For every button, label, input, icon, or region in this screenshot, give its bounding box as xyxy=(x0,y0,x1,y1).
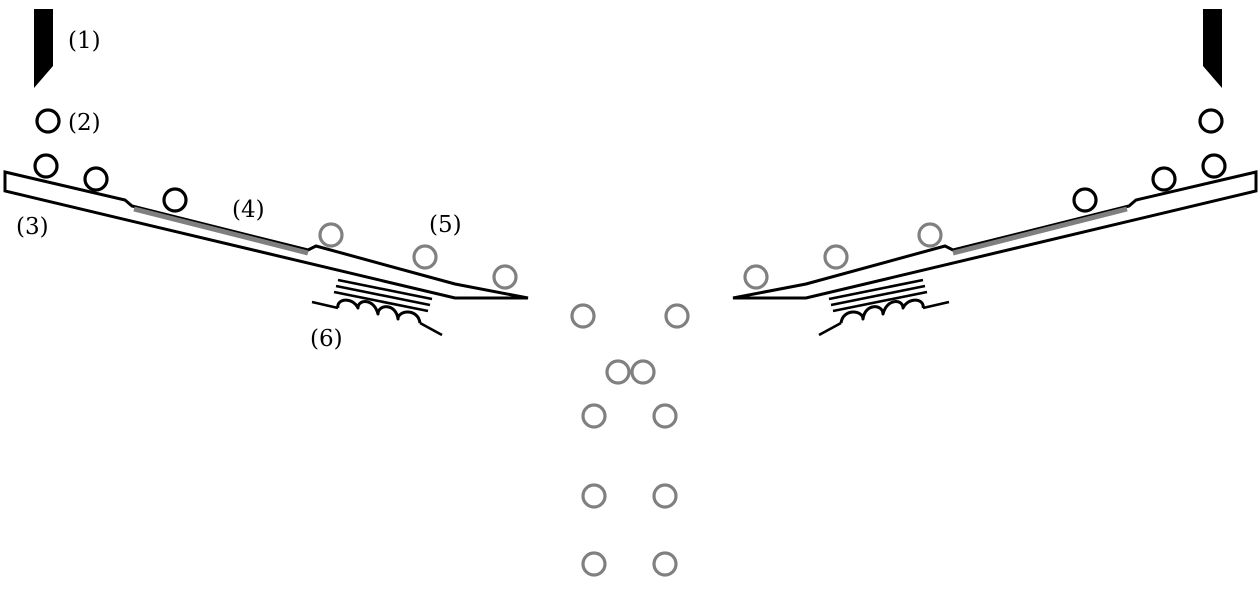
electromagnet-icon xyxy=(311,278,443,337)
trough xyxy=(732,170,1258,300)
right-ball-treated-2 xyxy=(823,244,849,270)
falling-balls xyxy=(570,303,690,577)
left-ball-treated-3 xyxy=(492,264,518,290)
falling-ball xyxy=(605,359,631,385)
left-ball-1 xyxy=(33,153,59,179)
label-3: (3) xyxy=(16,214,49,240)
electromagnet-icon xyxy=(818,278,950,337)
nozzle-icon xyxy=(34,9,53,88)
falling-ball xyxy=(581,551,607,577)
left-ball-treated-1 xyxy=(318,222,344,248)
falling-ball xyxy=(581,483,607,509)
left-ball-3 xyxy=(162,187,188,213)
trough xyxy=(3,170,529,300)
left-ball-treated-2 xyxy=(412,244,438,270)
label-4: (4) xyxy=(232,197,265,223)
right-ball-treated-1 xyxy=(917,222,943,248)
falling-ball xyxy=(570,303,596,329)
coating-layer xyxy=(952,206,1128,256)
right-ball-treated-3 xyxy=(743,264,769,290)
falling-ball xyxy=(581,403,607,429)
right-ball-2 xyxy=(1151,166,1177,192)
falling-ball xyxy=(652,483,678,509)
falling-ball xyxy=(664,303,690,329)
left-ball-2 xyxy=(83,166,109,192)
nozzle-icon xyxy=(1203,9,1222,88)
falling-ball xyxy=(652,403,678,429)
left-assembly: (1) (2) (3) (4) (5) (6) xyxy=(3,9,529,352)
right-assembly xyxy=(732,9,1258,337)
right-ball-dispensed xyxy=(1198,108,1224,134)
left-ball-dispensed xyxy=(35,108,61,134)
label-2: (2) xyxy=(68,110,101,136)
coating-layer xyxy=(133,206,309,256)
right-ball-1 xyxy=(1201,153,1227,179)
label-1: (1) xyxy=(68,28,101,54)
falling-ball xyxy=(630,359,656,385)
label-6: (6) xyxy=(310,326,343,352)
label-5: (5) xyxy=(429,212,462,238)
falling-ball xyxy=(652,551,678,577)
right-ball-3 xyxy=(1072,187,1098,213)
